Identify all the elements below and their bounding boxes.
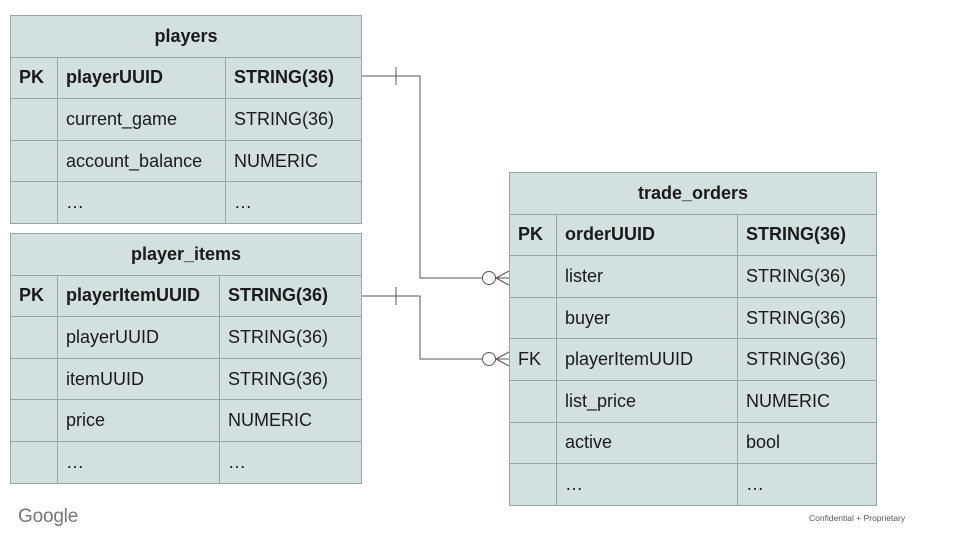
column-type: NUMERIC bbox=[225, 139, 362, 183]
column-type: STRING(36) bbox=[219, 357, 362, 401]
table-row: PK playerUUID STRING(36) bbox=[10, 56, 362, 100]
trade-orders-table-title: trade_orders bbox=[509, 172, 877, 215]
column-name: … bbox=[556, 463, 738, 506]
column-type: STRING(36) bbox=[219, 274, 362, 318]
table-row: PK playerItemUUID STRING(36) bbox=[10, 274, 362, 318]
column-name: account_balance bbox=[57, 139, 226, 183]
player-items-table-title: player_items bbox=[10, 233, 362, 276]
column-type: STRING(36) bbox=[225, 98, 362, 141]
table-row: account_balance NUMERIC bbox=[10, 139, 362, 183]
zero-marker bbox=[482, 271, 496, 285]
column-name: … bbox=[57, 440, 220, 484]
key-cell: PK bbox=[10, 274, 58, 318]
player-items-table: player_items PK playerItemUUID STRING(36… bbox=[10, 233, 362, 484]
column-name: lister bbox=[556, 255, 738, 298]
crow-foot-lower bbox=[495, 277, 510, 286]
key-cell bbox=[10, 357, 58, 401]
key-cell bbox=[10, 139, 58, 183]
key-cell bbox=[10, 399, 58, 442]
column-type: … bbox=[225, 181, 362, 224]
trade-orders-table: trade_orders PK orderUUID STRING(36) lis… bbox=[509, 172, 877, 506]
table-row: FK playerItemUUID STRING(36) bbox=[509, 338, 877, 381]
crow-foot-upper bbox=[495, 270, 510, 279]
table-row: playerUUID STRING(36) bbox=[10, 316, 362, 359]
key-cell bbox=[10, 98, 58, 141]
column-name: active bbox=[556, 421, 738, 465]
column-name: current_game bbox=[57, 98, 226, 141]
column-type: NUMERIC bbox=[219, 399, 362, 442]
table-row: itemUUID STRING(36) bbox=[10, 357, 362, 401]
column-name: … bbox=[57, 181, 226, 224]
players-table: players PK playerUUID STRING(36) current… bbox=[10, 15, 362, 224]
players-table-title: players bbox=[10, 15, 362, 58]
column-type: STRING(36) bbox=[737, 255, 877, 298]
crow-foot-lower bbox=[495, 358, 510, 367]
key-cell bbox=[509, 463, 557, 506]
key-cell bbox=[509, 421, 557, 465]
confidential-note: Confidential + Proprietary bbox=[809, 513, 906, 523]
table-row: current_game STRING(36) bbox=[10, 98, 362, 141]
table-row: lister STRING(36) bbox=[509, 255, 877, 298]
connector-line bbox=[362, 75, 482, 279]
key-cell bbox=[509, 296, 557, 340]
zero-marker bbox=[482, 352, 496, 366]
crow-foot-upper bbox=[495, 351, 510, 360]
column-type: … bbox=[737, 463, 877, 506]
google-logo: Google bbox=[18, 506, 79, 527]
table-row: … … bbox=[509, 463, 877, 506]
key-cell: PK bbox=[10, 56, 58, 100]
table-row: … … bbox=[10, 181, 362, 224]
key-cell bbox=[10, 316, 58, 359]
column-name: playerItemUUID bbox=[556, 338, 738, 381]
table-row: PK orderUUID STRING(36) bbox=[509, 213, 877, 257]
table-row: … … bbox=[10, 440, 362, 484]
column-type: STRING(36) bbox=[737, 296, 877, 340]
column-type: NUMERIC bbox=[737, 379, 877, 423]
connector-line bbox=[362, 295, 482, 360]
column-type: … bbox=[219, 440, 362, 484]
relationship-player-items-trade-orders bbox=[362, 287, 510, 367]
relationship-players-trade-orders bbox=[362, 67, 510, 286]
column-name: playerUUID bbox=[57, 56, 226, 100]
column-name: itemUUID bbox=[57, 357, 220, 401]
column-type: STRING(36) bbox=[219, 316, 362, 359]
